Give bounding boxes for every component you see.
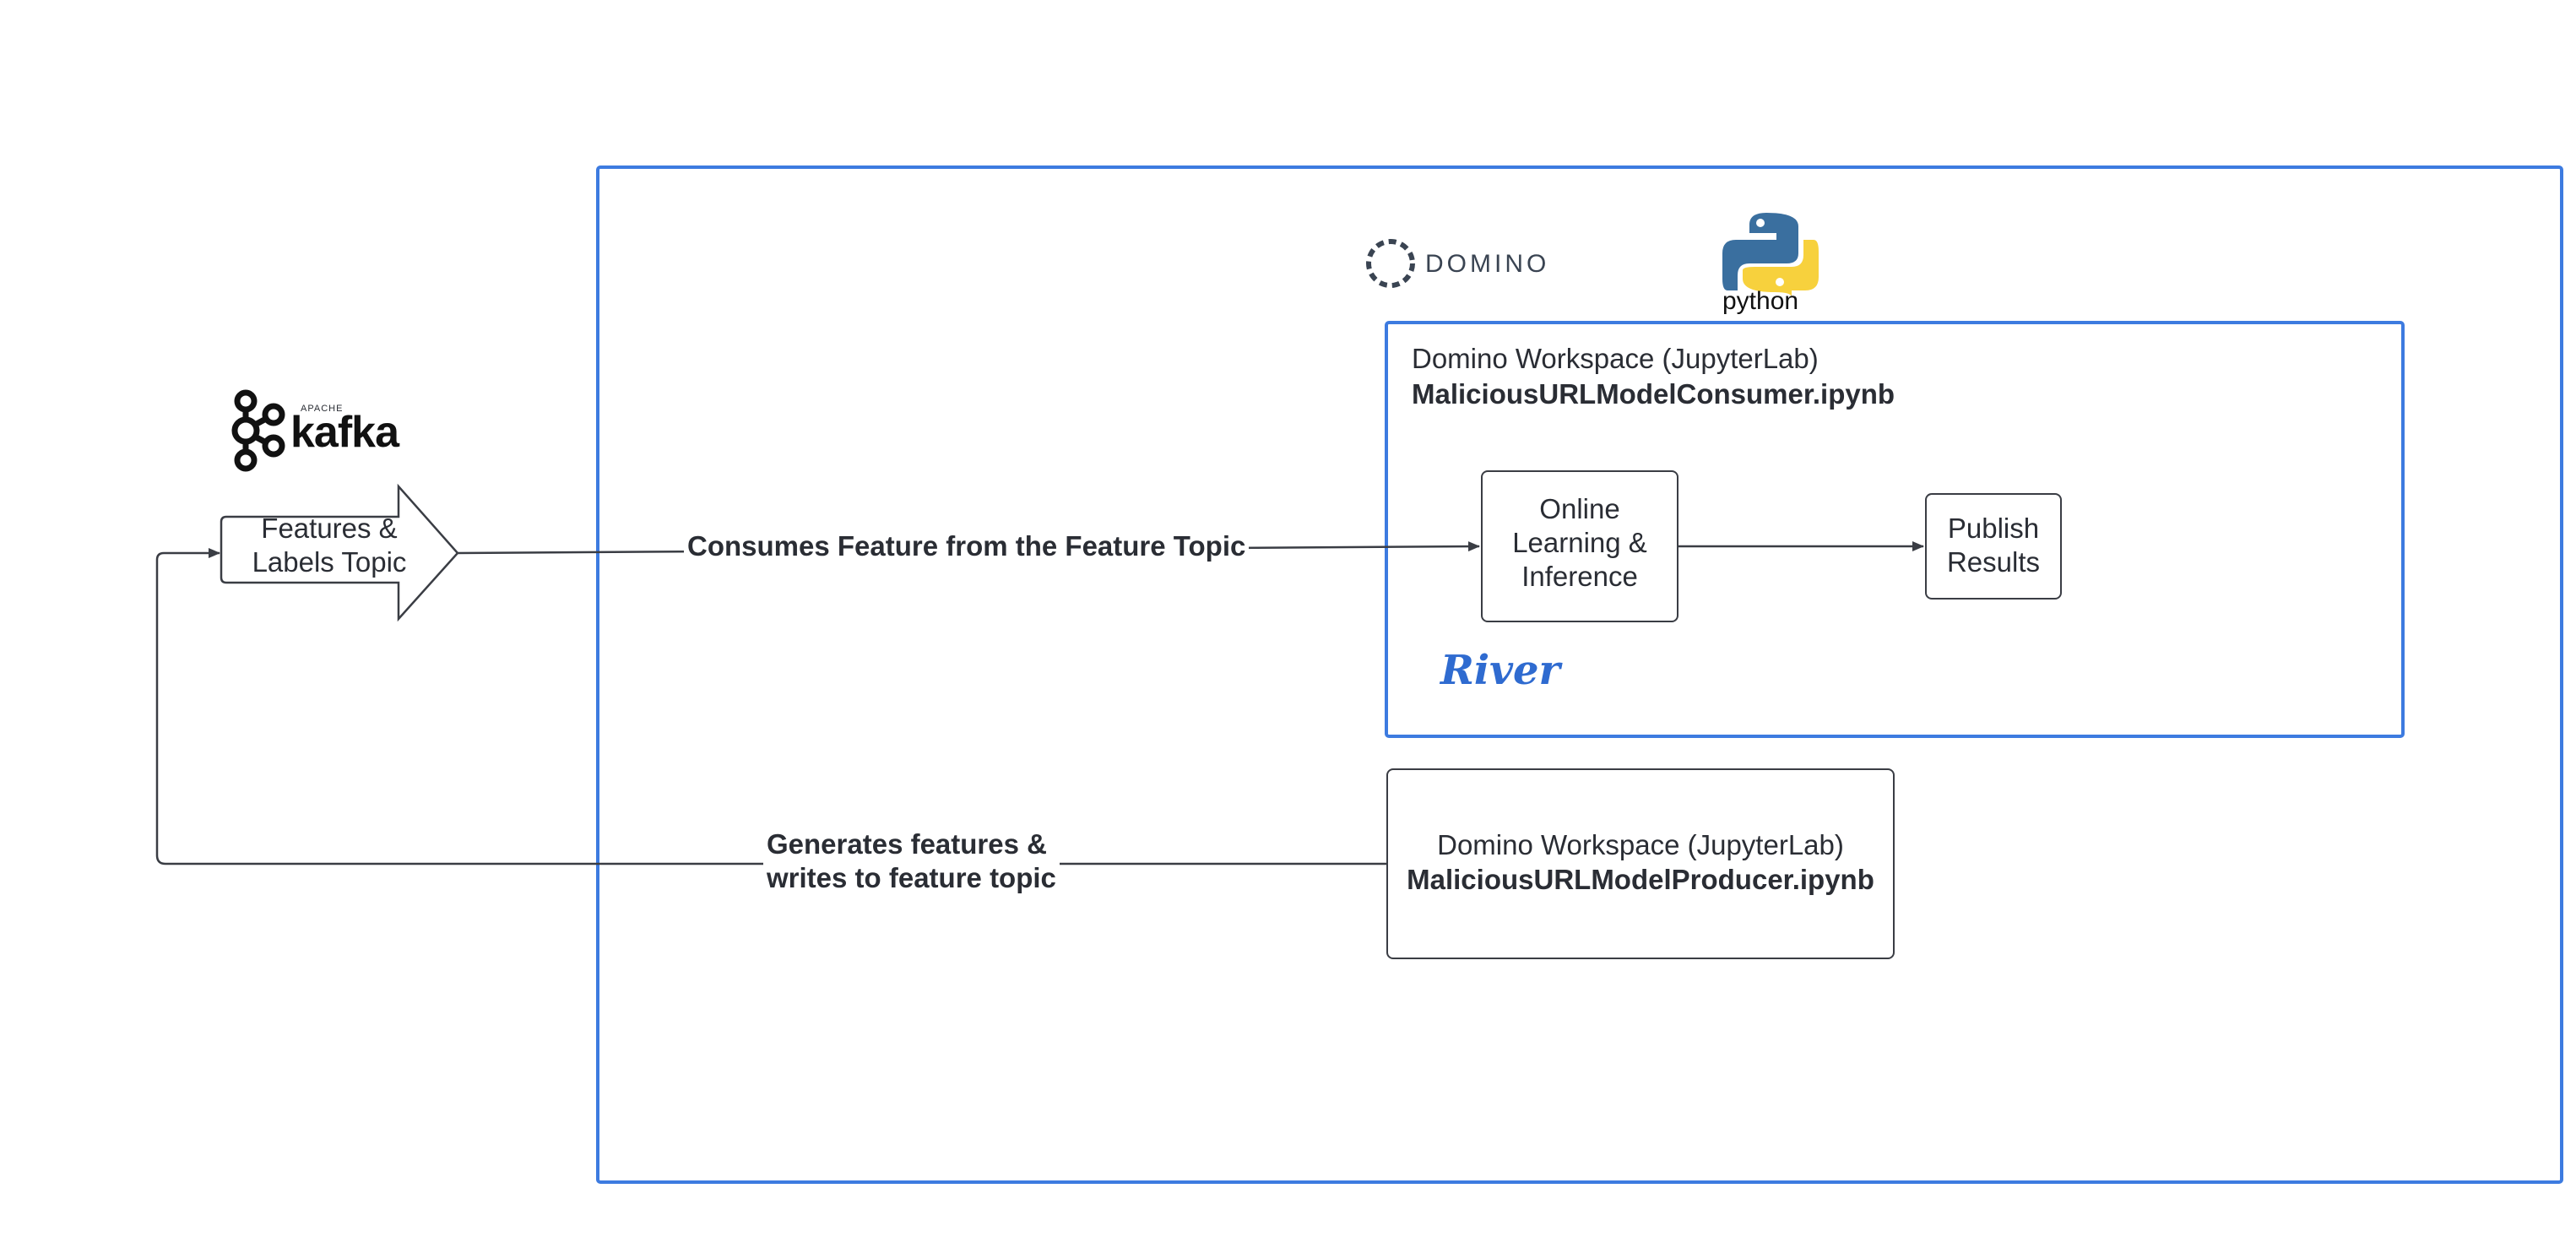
consumer-workspace-frame xyxy=(1385,321,2405,738)
online-learning-line2: Learning & xyxy=(1512,527,1647,558)
python-logo-icon xyxy=(1722,213,1819,297)
producer-workspace-label: Domino Workspace (JupyterLab) MaliciousU… xyxy=(1388,827,1893,897)
publish-results-line1: Publish xyxy=(1947,513,2040,544)
topic-label-line2: Labels Topic xyxy=(252,546,407,578)
topic-block-arrow xyxy=(220,483,459,622)
kafka-name-label: kafka xyxy=(290,408,399,457)
producer-workspace-title: Domino Workspace (JupyterLab) xyxy=(1437,829,1844,860)
generates-edge-line1: Generates features & xyxy=(767,828,1047,860)
consumes-edge-label: Consumes Feature from the Feature Topic xyxy=(684,529,1250,563)
publish-results-node: Publish Results xyxy=(1925,493,2062,600)
topic-label-line1: Features & xyxy=(261,513,398,544)
domino-logo-icon xyxy=(1366,239,1415,288)
online-learning-node: Online Learning & Inference xyxy=(1481,470,1678,622)
python-name-label: python xyxy=(1722,287,1799,315)
consumer-workspace-title: Domino Workspace (JupyterLab) xyxy=(1412,343,1819,374)
kafka-prefix-label: APACHE xyxy=(301,404,344,414)
online-learning-line1: Online xyxy=(1539,493,1620,524)
publish-results-label: Publish Results xyxy=(1927,512,2060,579)
online-learning-line3: Inference xyxy=(1521,561,1638,592)
consumer-notebook-filename: MaliciousURLModelConsumer.ipynb xyxy=(1412,378,1895,410)
producer-notebook-filename: MaliciousURLModelProducer.ipynb xyxy=(1407,864,1874,895)
domino-name-label: DOMINO xyxy=(1425,250,1550,278)
kafka-logo-icon xyxy=(231,389,285,472)
generates-edge xyxy=(155,548,1386,865)
generates-edge-line2: writes to feature topic xyxy=(767,862,1056,893)
river-logo: River xyxy=(1440,647,1560,694)
producer-workspace-node: Domino Workspace (JupyterLab) MaliciousU… xyxy=(1386,768,1895,959)
online-learning-label: Online Learning & Inference xyxy=(1483,492,1677,594)
outer-platform-frame xyxy=(596,165,2563,1184)
topic-label: Features & Labels Topic xyxy=(228,512,431,579)
generates-edge-label: Generates features & writes to feature t… xyxy=(763,827,1060,895)
publish-results-line2: Results xyxy=(1946,546,2041,578)
